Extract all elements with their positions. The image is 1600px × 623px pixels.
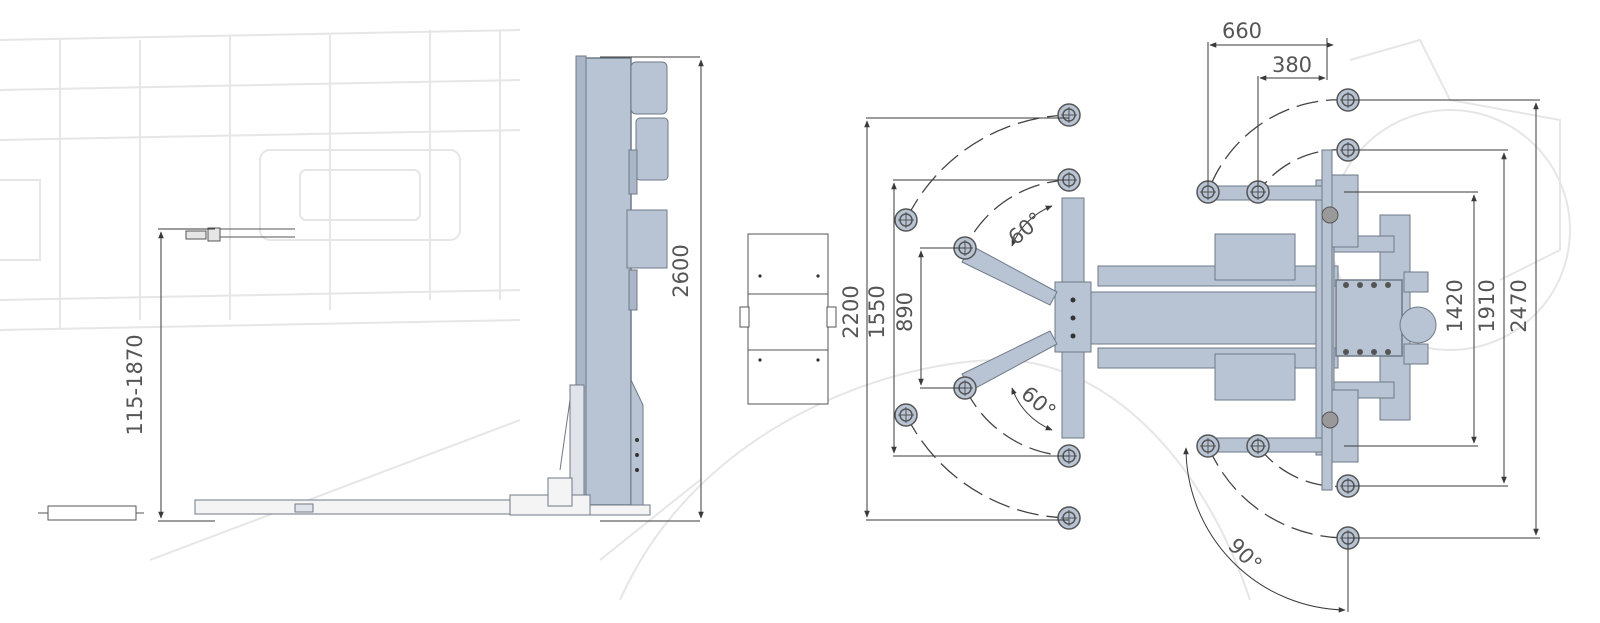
dim-label-2600: 2600 <box>669 244 693 297</box>
dim-label-2470: 2470 <box>1507 279 1531 332</box>
dim-label-660: 660 <box>1222 19 1262 43</box>
ramp-pad <box>47 505 137 521</box>
raised-arm <box>185 227 295 242</box>
angle-label-rear: 90° <box>1223 533 1266 576</box>
dim-label-380: 380 <box>1272 53 1312 77</box>
dim-label-1420: 1420 <box>1443 279 1467 332</box>
wheel-plate <box>739 233 837 405</box>
dim-label-890: 890 <box>893 292 917 332</box>
motor-circle <box>1399 306 1437 344</box>
dim-label-1910: 1910 <box>1475 279 1499 332</box>
dim-label-2200: 2200 <box>839 285 863 338</box>
side-view: 2600 115-1870 <box>38 55 704 522</box>
control-box <box>626 209 668 269</box>
motor-unit <box>630 61 668 115</box>
lift-column <box>582 57 632 506</box>
angle-label-upper: 60° <box>1004 207 1048 249</box>
carriage <box>1335 279 1403 357</box>
top-view: 2200 1550 890 60° 60° 660 380 1420 <box>839 19 1540 613</box>
dim-label-lift-range: 115-1870 <box>123 334 147 435</box>
dim-label-1550: 1550 <box>865 285 889 338</box>
background-sketch <box>0 29 1571 601</box>
angle-label-lower: 60° <box>1017 381 1061 423</box>
